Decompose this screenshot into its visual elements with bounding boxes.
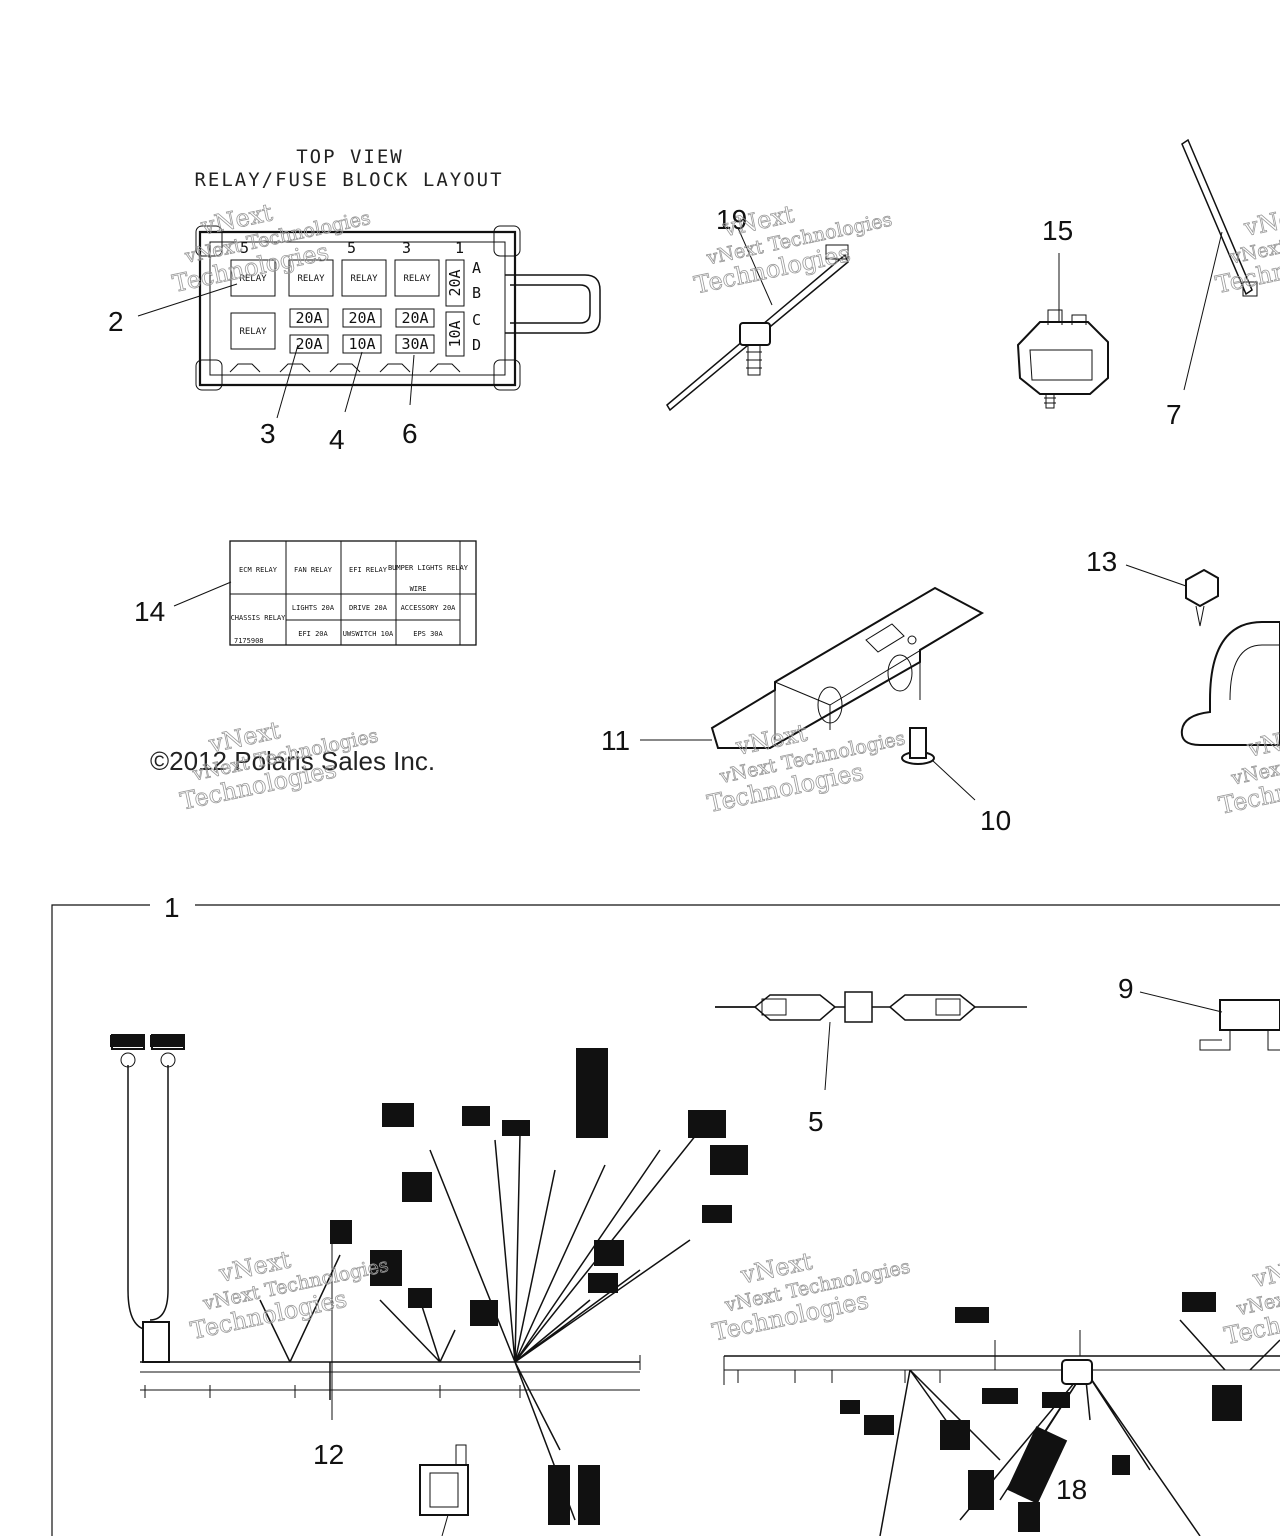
callout-5: 5 xyxy=(808,1106,824,1137)
part-13-bolt-clamp xyxy=(1125,564,1280,746)
harness-frame xyxy=(51,904,1280,1536)
callout-9: 9 xyxy=(1118,973,1134,1004)
callout-4: 4 xyxy=(329,424,345,455)
part-9-connector xyxy=(1139,991,1280,1051)
label-eps: EPS 30A xyxy=(413,630,443,638)
callout-3: 3 xyxy=(260,418,276,449)
side-fuse-1: 20A xyxy=(446,269,464,296)
label-bumper-relay: BUMPER LIGHTS RELAY xyxy=(388,564,469,572)
callout-15: 15 xyxy=(1042,215,1073,246)
callout-11: 11 xyxy=(601,725,630,756)
relay-label-1: RELAY xyxy=(239,274,267,284)
row-letter-b: B xyxy=(472,284,481,302)
part-7-cable-tie xyxy=(1181,138,1258,391)
callout-10: 10 xyxy=(980,805,1011,836)
label-efi: EFI 20A xyxy=(298,630,328,638)
part-15-connector xyxy=(1016,253,1109,409)
part-14-fuse-label: ECM RELAY FAN RELAY EFI RELAY BUMPER LIG… xyxy=(229,540,477,646)
relay-label-3: RELAY xyxy=(350,274,378,284)
fuse-row2-1: 20A xyxy=(295,335,322,353)
callout-6: 6 xyxy=(402,418,418,449)
wm-3a: vNext xyxy=(1241,199,1280,242)
column-number-3: 3 xyxy=(402,239,411,257)
callout-14: 14 xyxy=(134,596,165,627)
relay-label-2: RELAY xyxy=(297,274,325,284)
column-number-1: 1 xyxy=(455,239,464,257)
callout-1: 1 xyxy=(164,892,180,923)
bottom-connector xyxy=(419,1444,469,1536)
column-number-5: 5 xyxy=(347,239,356,257)
label-accessory: ACCESSORY 20A xyxy=(401,604,457,612)
wm-9a: vNext xyxy=(1249,1251,1280,1294)
part-19-cable-tie xyxy=(666,227,849,412)
callout-12: 12 xyxy=(313,1439,344,1470)
fuse-row1-2: 20A xyxy=(348,309,375,327)
callout-2: 2 xyxy=(108,306,124,337)
wiring-harness-left xyxy=(110,1034,748,1525)
row-letter-d: D xyxy=(472,336,481,354)
part-11-bracket xyxy=(710,586,985,749)
callout-7: 7 xyxy=(1166,399,1182,430)
callout-18: 18 xyxy=(1056,1474,1087,1505)
title-line-2: RELAY/FUSE BLOCK LAYOUT xyxy=(194,169,503,191)
title-line-1: TOP VIEW xyxy=(296,146,404,168)
fuse-row1-3: 20A xyxy=(401,309,428,327)
label-ecm-relay: ECM RELAY xyxy=(239,566,278,574)
label-wire: WIRE xyxy=(410,585,427,593)
copyright-notice: ©2012 Polaris Sales Inc. xyxy=(150,746,435,776)
label-drive: DRIVE 20A xyxy=(349,604,388,612)
row-letter-c: C xyxy=(472,311,481,329)
fuse-row2-3: 30A xyxy=(401,335,428,353)
part-5-inline-fuse xyxy=(715,991,1027,1091)
fuse-row1-1: 20A xyxy=(295,309,322,327)
label-lights: LIGHTS 20A xyxy=(292,604,335,612)
wiring-harness-right xyxy=(723,1292,1280,1536)
label-uwswitch: UWSWITCH 10A xyxy=(343,630,394,638)
relay-label-5: RELAY xyxy=(239,327,267,337)
callout-13: 13 xyxy=(1086,546,1117,577)
relay-fuse-block: 5 5 3 1 RELAY RELAY RELAY RELAY RELAY 20… xyxy=(195,225,601,391)
relay-label-4: RELAY xyxy=(403,274,431,284)
label-fan-relay: FAN RELAY xyxy=(294,566,333,574)
label-chassis-relay: CHASSIS RELAY xyxy=(231,614,287,622)
side-fuse-2: 10A xyxy=(446,320,464,347)
callout-19: 19 xyxy=(716,204,747,235)
label-part-number: 7175908 xyxy=(234,637,264,645)
fuse-row2-2: 10A xyxy=(348,335,375,353)
row-letter-a: A xyxy=(472,259,481,277)
label-efi-relay: EFI RELAY xyxy=(349,566,388,574)
column-number-5a: 5 xyxy=(240,239,249,257)
part-10-rivet xyxy=(901,727,976,801)
